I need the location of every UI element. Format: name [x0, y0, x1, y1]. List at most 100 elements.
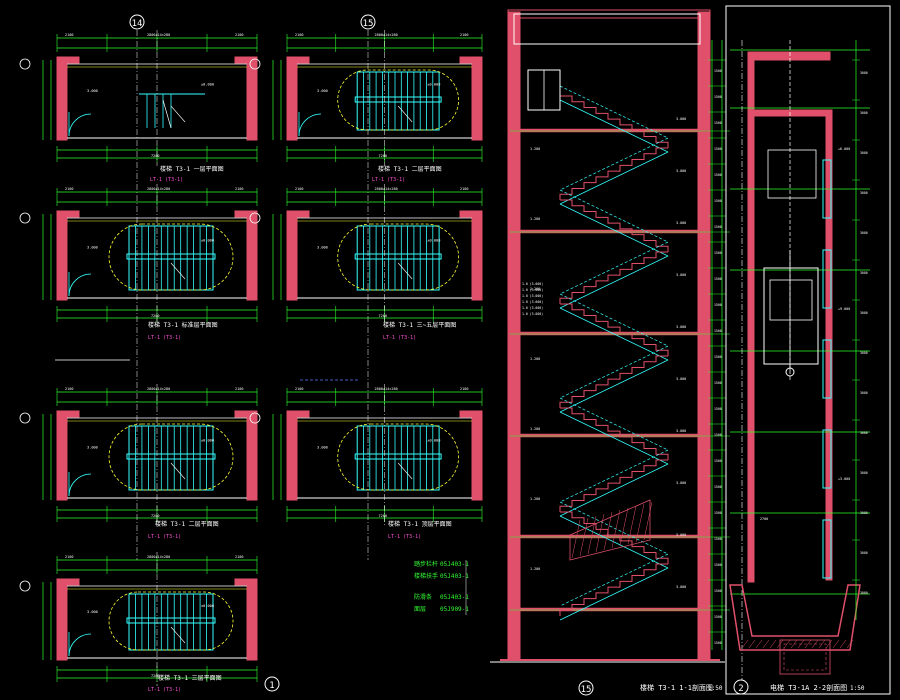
wall: [234, 410, 258, 418]
dim-text: 2800+14×280: [375, 387, 398, 391]
legend-label-1: 踏步栏杆: [414, 560, 438, 568]
door-swing: [68, 113, 92, 137]
floor-slab: [519, 229, 699, 234]
dim-text: 3.000: [676, 325, 686, 329]
dim-text: 7200: [151, 154, 159, 158]
direction-arrow: [397, 462, 413, 480]
axis-bubble: [19, 580, 31, 592]
stair-flight-section: [560, 199, 669, 252]
stair-soffit: [559, 567, 669, 621]
dim-text: 1500: [714, 329, 722, 333]
axis-bubble: [19, 58, 31, 70]
axis-bubble: [249, 412, 261, 424]
dim-text: 1500: [714, 485, 722, 489]
handrail-section: [559, 345, 669, 399]
dim-text: 7200: [379, 154, 387, 158]
wall: [56, 213, 68, 301]
direction-arrow: [170, 626, 186, 644]
roof-slab: [507, 9, 711, 19]
direction-arrow: [170, 462, 186, 480]
dim-text: ±0.000: [427, 83, 440, 87]
legend-code-1: 05J403-1: [440, 561, 469, 568]
stair-flight: [128, 593, 214, 651]
handrail: [354, 253, 442, 260]
dim-text: 3.000: [87, 610, 98, 614]
dim-text: 3.000: [87, 89, 98, 93]
plan-ref-5: LT-1 (T3-1): [148, 534, 181, 540]
dim-text: 3.000: [676, 533, 686, 537]
dim-text: 2100: [460, 387, 468, 391]
dim-text: 3000: [860, 471, 868, 475]
hatch-line: [825, 639, 833, 649]
plan-ref-1: LT-1 (T3-1): [150, 177, 183, 183]
handrail: [354, 96, 442, 103]
dim-text: 3000: [860, 111, 868, 115]
axis-label-bottom-15: 15: [581, 685, 592, 695]
plan-title-7: 楼梯 T3-1 三层平面图: [158, 674, 222, 682]
dim-text: 1500: [714, 433, 722, 437]
dim-text: 3000: [860, 351, 868, 355]
hatch-line: [643, 501, 653, 541]
wall: [286, 56, 310, 64]
dim-text: 1500: [714, 199, 722, 203]
plan-ref-4: LT-1 (T3-1): [383, 335, 416, 341]
plan-ref-7: LT-1 (T3-1): [148, 687, 181, 693]
stair-flight-section: [559, 147, 668, 200]
dim-text: 3000: [860, 151, 868, 155]
dim-text: 3000: [860, 591, 868, 595]
hatch-zone: [569, 499, 651, 561]
elevator-car: [769, 279, 813, 321]
section-wall-right: [697, 11, 711, 661]
wall: [234, 56, 258, 64]
dim-text: 2100: [295, 33, 303, 37]
wall: [459, 56, 483, 64]
axis-circle-bottom-15: [578, 680, 594, 696]
direction-arrow: [170, 262, 186, 280]
handrail: [126, 617, 216, 624]
dim-text: 2800+14×280: [147, 33, 170, 37]
stair-flight-section: [559, 355, 668, 408]
wall: [459, 410, 483, 418]
wall: [246, 581, 258, 661]
elevator-equipment: [767, 149, 817, 199]
dim-text: 3.000: [676, 585, 686, 589]
landing-door: [822, 249, 832, 309]
hatch-line: [627, 505, 637, 545]
hatch-line: [748, 639, 756, 649]
handrail-section: [559, 137, 669, 191]
dim-text: 2100: [460, 33, 468, 37]
dashed-outline: [108, 423, 234, 491]
wall: [56, 56, 80, 64]
wall: [56, 410, 80, 418]
frame: [725, 5, 891, 695]
pit-sump: [779, 639, 831, 675]
dim-text: 1500: [714, 69, 722, 73]
dim-text: 3.000: [87, 445, 98, 449]
landing-door: [822, 519, 832, 579]
wall: [56, 581, 68, 661]
elevator-title: 电梯 T3-1A 2-2剖面图: [770, 683, 847, 692]
stair-soffit: [559, 359, 669, 413]
handrail-section: [559, 241, 669, 295]
axis-circle-14: [129, 14, 145, 30]
dim-text: 1.0 (3.000): [522, 312, 543, 316]
stair-flight-section: [560, 303, 669, 356]
dim-text: 3.000: [676, 169, 686, 173]
dim-text: 2100: [460, 187, 468, 191]
legend-label-2: 楼梯扶手: [414, 572, 438, 580]
legend-label-4: 面层: [414, 606, 426, 613]
detail-label-2: 2: [738, 684, 743, 694]
dim-text: 2700: [760, 517, 768, 521]
stair-soffit: [559, 463, 669, 517]
handrail-section: [559, 449, 669, 503]
axis-bubble: [249, 58, 261, 70]
wall: [471, 413, 483, 501]
dim-text: ±0.000: [427, 439, 440, 443]
dim-text: 2800+14×280: [147, 187, 170, 191]
